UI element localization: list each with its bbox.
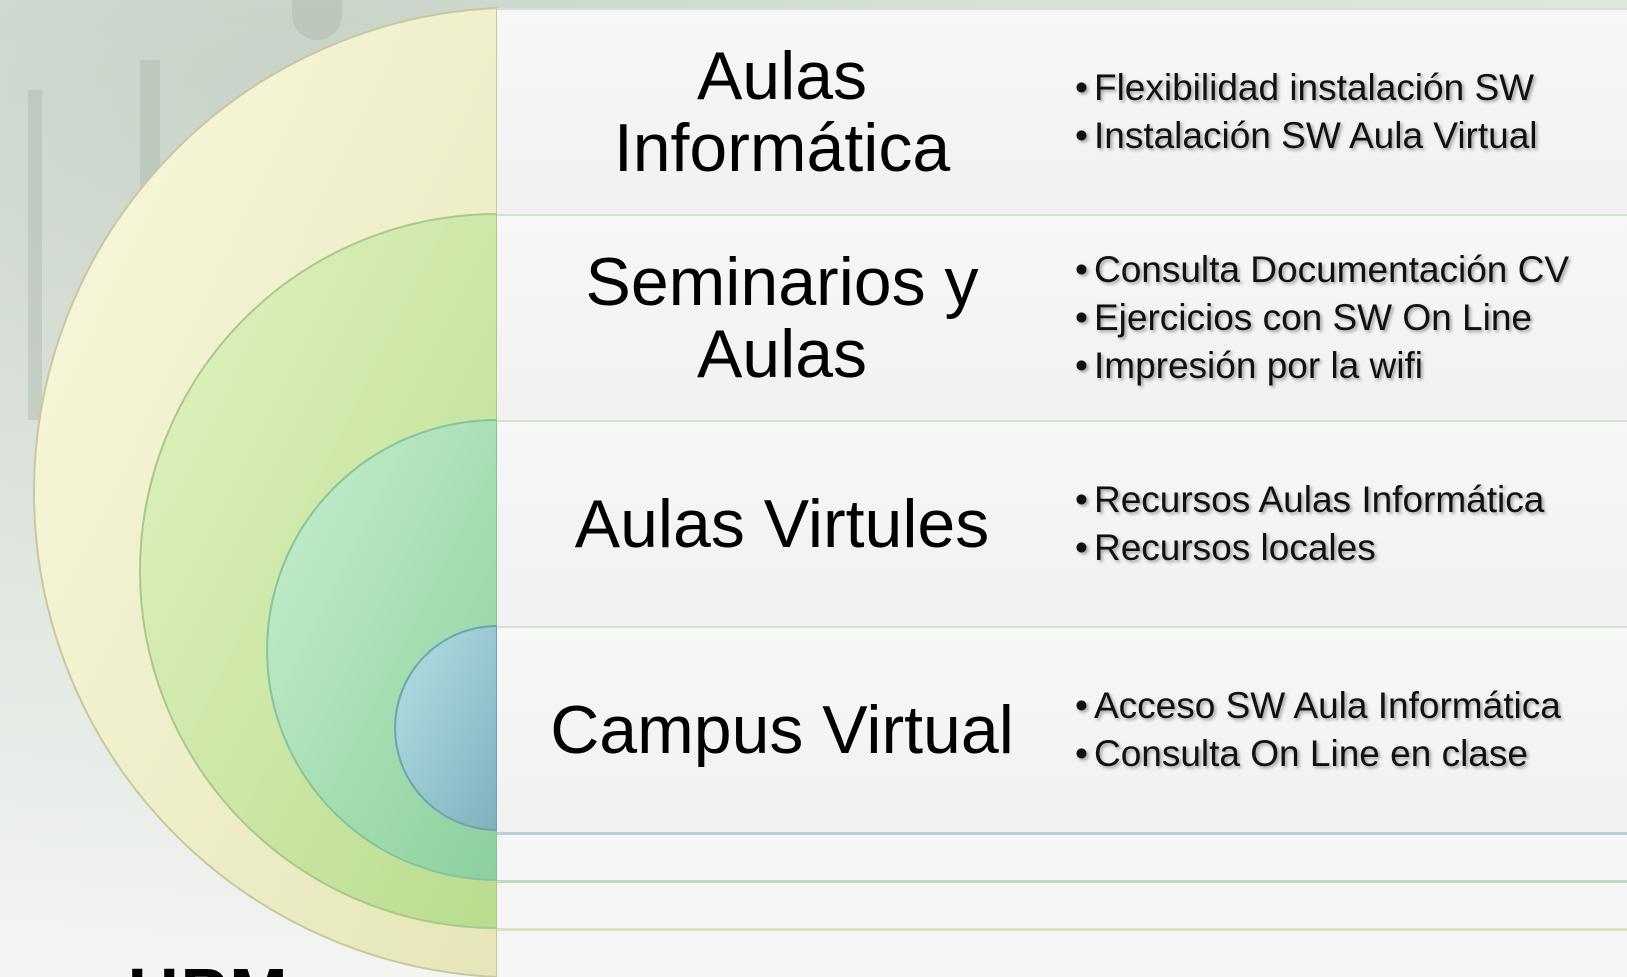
bullet-item: Instalación SW Aula Virtual [1075, 112, 1620, 160]
row-title: Aulas Virtules [574, 486, 990, 562]
background-lamp-post [28, 90, 42, 420]
bullet-item: Ejercicios con SW On Line [1075, 294, 1620, 342]
row-campus-virtual: Campus Virtual Acceso SW Aula Informátic… [497, 626, 1627, 832]
bullet-item: Impresión por la wifi [1075, 342, 1620, 390]
bullet-item: Consulta Documentación CV [1075, 246, 1620, 294]
bullet-list: Acceso SW Aula Informática Consulta On L… [1075, 628, 1620, 832]
bullet-list: Flexibilidad instalación SW Instalación … [1075, 10, 1620, 214]
row-stub [497, 880, 1627, 928]
bullet-list: Recursos Aulas Informática Recursos loca… [1075, 422, 1620, 626]
concentric-arcs [33, 6, 498, 977]
row-title: Campus Virtual [550, 692, 1014, 768]
bullet-item: Acceso SW Aula Informática [1075, 682, 1620, 730]
row-title: Aulas Informática [613, 38, 951, 186]
row-aulas-informatica: Aulas Informática Flexibilidad instalaci… [497, 8, 1627, 214]
bullet-item: Flexibilidad instalación SW [1075, 64, 1620, 112]
row-stub [497, 832, 1627, 880]
bullet-item: Recursos Aulas Informática [1075, 476, 1620, 524]
row-seminarios-y-aulas: Seminarios y Aulas Consulta Documentació… [497, 214, 1627, 420]
bullet-item: Recursos locales [1075, 524, 1620, 572]
row-stub [497, 928, 1627, 977]
upm-logo: UPM [128, 958, 290, 977]
bullet-item: Consulta On Line en clase [1075, 730, 1620, 778]
background-lamp-head [292, 0, 342, 40]
row-aulas-virtules: Aulas Virtules Recursos Aulas Informátic… [497, 420, 1627, 626]
bullet-list: Consulta Documentación CV Ejercicios con… [1075, 216, 1620, 420]
row-title: Seminarios y Aulas [585, 244, 979, 392]
arc-campus-virtual [394, 624, 498, 832]
